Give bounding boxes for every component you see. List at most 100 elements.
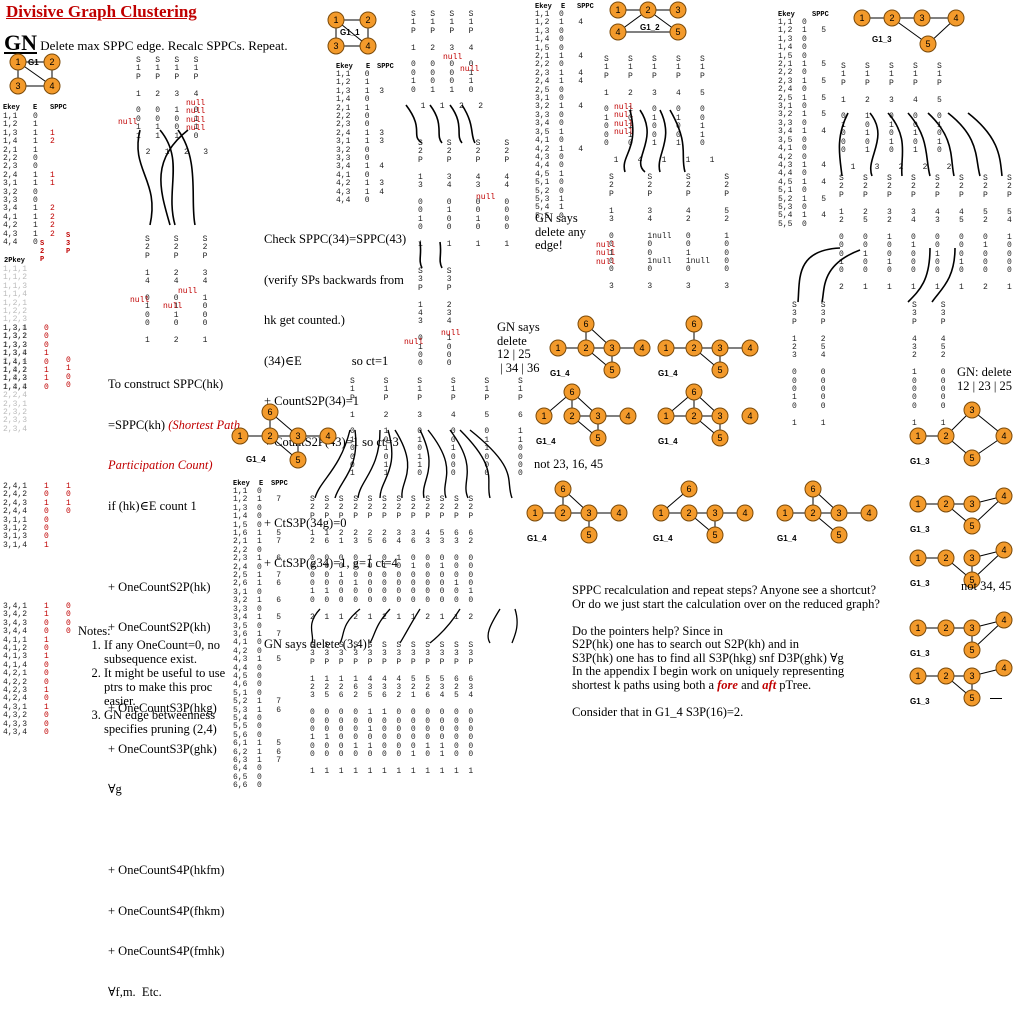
graph-node [963, 495, 981, 513]
graph-label: G1_3 [872, 35, 892, 44]
graph-node [603, 339, 621, 357]
node-label: 1 [915, 553, 920, 563]
graph-node [711, 339, 729, 357]
graph-label: G1_4 [658, 369, 678, 378]
s3p-block-g1-1: S S 3 3 P P 1 2 4 3 3 4 0 1 1 0 0 0 0 0 [418, 267, 452, 369]
graph-node [963, 641, 981, 659]
svg-text:4: 4 [953, 13, 958, 23]
node-label: 5 [969, 521, 974, 531]
arrows-4 [623, 109, 686, 173]
null-label-7: null [460, 65, 480, 74]
node-label: 4 [1001, 615, 1006, 625]
node-label: 2 [810, 508, 815, 518]
graph-node [589, 429, 607, 447]
s1p-block-g1-2: S S S S S 1 1 1 1 1 P P P P P 1 2 3 4 5 … [604, 55, 715, 165]
sppc-header: SPPC [812, 11, 829, 19]
gn-label: GN [4, 30, 37, 55]
node-label: 5 [969, 693, 974, 703]
node-label: 1 [541, 411, 546, 421]
node-label: 1 [658, 508, 663, 518]
not-34-text: not 34, 45 [961, 579, 1012, 593]
three-path-s3p: 0 0 0 1 0 1 1 0 [44, 324, 49, 392]
null-label-10: null [441, 329, 461, 338]
graph-node [937, 619, 955, 637]
null-label-1: null [118, 118, 138, 127]
svg-text:4: 4 [615, 27, 620, 37]
svg-text:1: 1 [15, 57, 20, 67]
svg-text:6: 6 [267, 407, 272, 417]
graph-node [741, 339, 759, 357]
graph-node [577, 315, 595, 333]
node-label: 5 [717, 433, 722, 443]
node-label: 5 [969, 453, 974, 463]
graph-node [937, 667, 955, 685]
twopkey-list: 1,1,1 1,1,2 1,1,3 1,1,4 1,2,1 1,2,2 1,2,… [3, 265, 28, 434]
graph-node [549, 339, 567, 357]
arrows-7 [314, 429, 513, 499]
node-label: 1 [555, 343, 560, 353]
divider [990, 698, 1002, 699]
subtitle-text: Delete max SPPC edge. Recalc SPPCs. Repe… [40, 38, 288, 53]
null-label-6: null [443, 53, 463, 62]
node-label: 2 [943, 553, 948, 563]
graph-node [580, 504, 598, 522]
node-label: 6 [560, 484, 565, 494]
s1p-block-g1-4: S S S S S S 1 1 1 1 1 1 P P P P P P 1 2 … [350, 377, 523, 479]
node-label: 1 [915, 499, 920, 509]
node-label: 5 [969, 645, 974, 655]
s1p-block-g1-3: S S S S S 1 1 1 1 1 P P P P P 1 2 3 4 5 … [841, 62, 952, 172]
s2p-block-g1-4: S S S S S S S S S S S S 2 2 2 2 2 2 2 2 … [310, 495, 474, 622]
svg-text:2: 2 [49, 57, 54, 67]
node-label: 2 [686, 508, 691, 518]
gn-says-any: GN says delete any edge! [535, 211, 587, 252]
graph-label: G1_3 [910, 579, 930, 588]
graph-node [680, 504, 698, 522]
node-label: 5 [595, 433, 600, 443]
s1p-block-g1-1: S S S S 1 1 1 1 P P P P 1 2 3 4 0 0 0 0 … [411, 10, 484, 112]
graph-node [963, 449, 981, 467]
e-header: E [259, 480, 264, 488]
node-label: 2 [569, 411, 574, 421]
three-path-values-2: 1 0 1 0 0 0 0 1 [44, 482, 49, 550]
sppc-header: SPPC [271, 480, 288, 488]
node-label: 3 [717, 411, 722, 421]
graph-node [937, 495, 955, 513]
graph-label: G1_3 [910, 525, 930, 534]
node-label: 2 [691, 343, 696, 353]
graph-node [860, 504, 878, 522]
node-label: 1 [532, 508, 537, 518]
e-header: E [561, 3, 566, 11]
null-label-11: null null null null [614, 103, 634, 138]
graph-node [685, 339, 703, 357]
graph-node [685, 407, 703, 425]
svg-text:1: 1 [333, 15, 338, 25]
notes: Notes: If any OneCount=0, no subsequence… [78, 624, 228, 736]
svg-text:2: 2 [267, 431, 272, 441]
node-label: 4 [639, 343, 644, 353]
graph-node [657, 339, 675, 357]
null-label-4: null [163, 302, 183, 311]
sppc-header: SPPC [50, 104, 67, 112]
null-label-3: null [130, 296, 150, 305]
three-path-values-3: 1 0 1 0 [66, 482, 71, 517]
node-label: 5 [969, 575, 974, 585]
node-label: 3 [836, 508, 841, 518]
graph-node [995, 427, 1013, 445]
svg-text:5: 5 [295, 455, 300, 465]
graph-g1-4-main: 1 2 3 4 5 6 G1_4 [231, 403, 337, 469]
graph-node [830, 526, 848, 544]
not-23-text: not 23, 16, 45 [534, 457, 604, 471]
svg-text:1: 1 [237, 431, 242, 441]
node-label: 4 [1001, 491, 1006, 501]
graph-label: G1_3 [910, 457, 930, 466]
graph-node [535, 407, 553, 425]
graph-node [685, 383, 703, 401]
node-label: 3 [609, 343, 614, 353]
edge-table-g1-1: 1,1 0 1,2 1 1,3 1 3 1,4 0 2,1 1 2,2 0 2,… [336, 70, 385, 206]
three-path-values-4: 1 1 0 0 1 0 1 0 0 0 1 0 1 0 0 0 [44, 602, 49, 738]
